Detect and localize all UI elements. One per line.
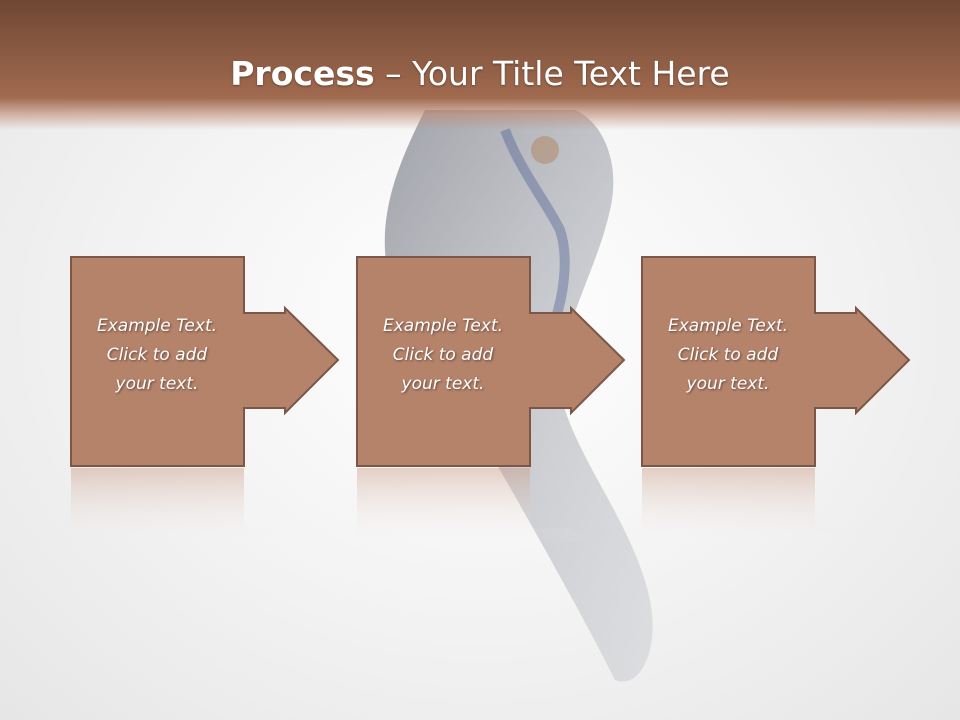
process-step-1[interactable] [70,255,340,470]
step-2-line-1: Example Text. [382,316,504,336]
step-3-text[interactable]: Example Text. Click to add your text. [643,312,813,399]
step-3-line-3: your text. [686,374,770,394]
step-3-reflection [642,468,871,548]
title-banner [0,0,960,130]
slide-title-bold: Process [230,54,375,93]
step-1-line-2: Click to add [106,345,208,365]
process-step-3[interactable] [641,255,911,470]
step-2-text[interactable]: Example Text. Click to add your text. [358,312,528,399]
step-2-line-3: your text. [401,374,485,394]
step-2-reflection [357,468,586,548]
step-1-text[interactable]: Example Text. Click to add your text. [72,312,242,399]
step-1-line-1: Example Text. [96,316,218,336]
process-step-2[interactable] [356,255,626,470]
step-1-reflection [71,468,300,548]
step-3-line-1: Example Text. [667,316,789,336]
step-3-line-2: Click to add [677,345,779,365]
slide-title-rest: – Your Title Text Here [374,54,730,93]
step-1-line-3: your text. [115,374,199,394]
slide-title[interactable]: Process – Your Title Text Here [0,52,960,96]
step-2-line-2: Click to add [392,345,494,365]
